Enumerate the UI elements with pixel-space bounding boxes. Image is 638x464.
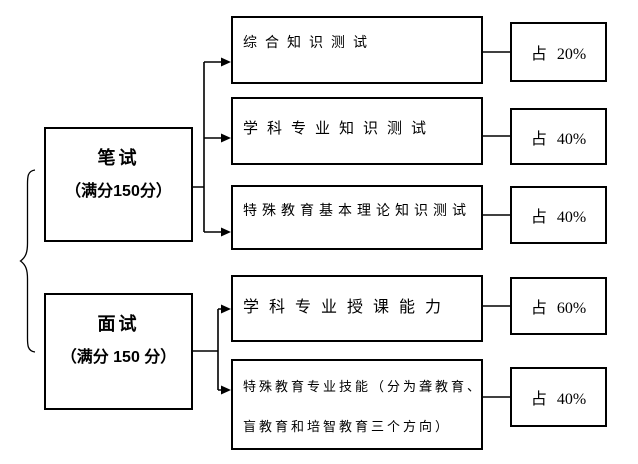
special-ed-skills-box: 特殊教育专业技能（分为聋教育、 盲教育和培智教育三个方向） xyxy=(231,359,483,450)
interview-box: 面试 （满分 150 分） xyxy=(44,293,193,410)
written-test-box: 笔试 （满分150分） xyxy=(44,127,193,242)
weight-value: 占 40% xyxy=(530,130,587,148)
interview-score-note: （满分 150 分） xyxy=(60,349,177,366)
written-test-score-note: （满分150分） xyxy=(65,183,172,200)
interview-title: 面试 xyxy=(97,314,140,334)
comprehensive-knowledge-weight-box: 占 20% xyxy=(510,22,607,82)
arrowhead-icon xyxy=(221,304,231,314)
interview-branch-lines xyxy=(193,308,222,391)
left-curly-brace xyxy=(19,169,36,353)
arrowhead-icon xyxy=(221,385,231,395)
item-label: 学科专业授课能力 xyxy=(243,299,452,316)
arrowhead-icon xyxy=(221,57,231,67)
weight-value: 占 40% xyxy=(530,391,587,408)
item-label: 学科专业知识测试 xyxy=(243,121,436,137)
arrowhead-icon xyxy=(221,227,231,237)
written-test-title: 笔试 xyxy=(97,148,140,168)
weight-stub-lines xyxy=(483,51,510,398)
subject-knowledge-test-box: 学科专业知识测试 xyxy=(231,97,483,165)
item-label: 特殊教育基本理论知识测试 xyxy=(243,204,471,219)
special-ed-skills-weight-box: 占 40% xyxy=(510,367,607,427)
weight-value: 占 40% xyxy=(530,209,587,226)
comprehensive-knowledge-test-box: 综合知识测试 xyxy=(231,16,483,84)
arrowhead-icon xyxy=(221,133,231,143)
weight-value: 占 60% xyxy=(530,300,587,317)
subject-knowledge-weight-box: 占 40% xyxy=(510,108,607,165)
item-label: 综合知识测试 xyxy=(243,36,375,51)
subject-teaching-ability-box: 学科专业授课能力 xyxy=(231,275,483,342)
item-label-line-1: 特殊教育专业技能（分为聋教育、 xyxy=(243,379,484,394)
item-label-line-2: 盲教育和培智教育三个方向） xyxy=(243,419,452,434)
special-ed-theory-test-box: 特殊教育基本理论知识测试 xyxy=(231,185,483,250)
weight-value: 占 20% xyxy=(530,46,587,63)
written-test-branch-lines xyxy=(193,61,222,233)
special-ed-theory-weight-box: 占 40% xyxy=(510,186,607,244)
subject-teaching-ability-weight-box: 占 60% xyxy=(510,277,607,335)
